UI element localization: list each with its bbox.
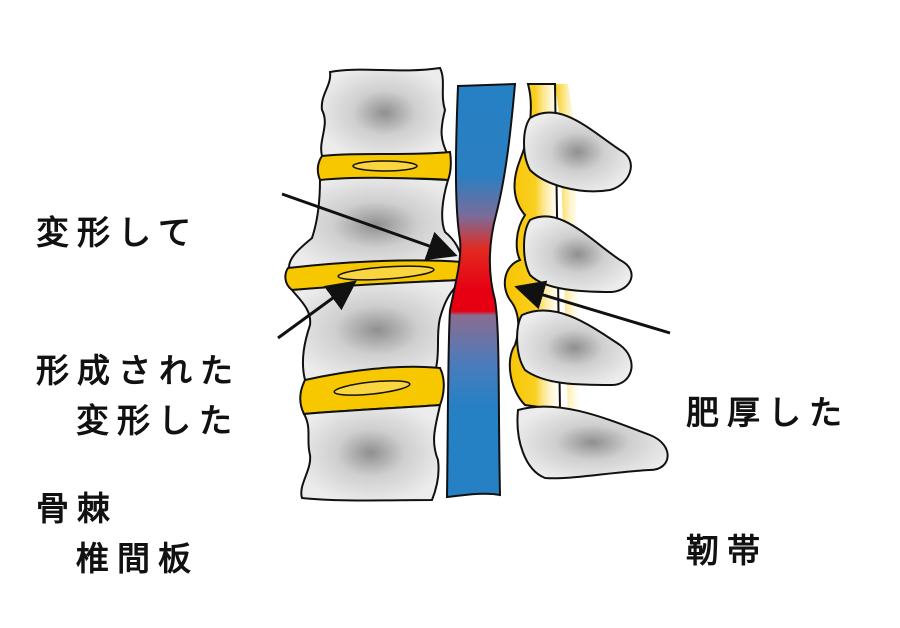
vertebra-1 bbox=[320, 66, 450, 159]
vertebra-3 bbox=[290, 278, 465, 382]
label-ligament-line-2: 靭帯 bbox=[686, 531, 768, 570]
label-osteophyte-line-3: 骨棘 bbox=[36, 489, 118, 528]
label-osteophyte: 変形して 形成された 骨棘 bbox=[36, 118, 241, 578]
process-4 bbox=[516, 405, 669, 480]
process-1 bbox=[523, 111, 632, 193]
vertebra-4 bbox=[300, 403, 442, 502]
spinal-cord bbox=[445, 82, 517, 499]
vertebral-bodies bbox=[284, 66, 466, 502]
label-ligament: 肥厚した 靭帯 bbox=[686, 298, 850, 620]
arrow-osteophyte bbox=[281, 192, 458, 261]
arrow-disc bbox=[277, 280, 357, 340]
label-ligament-line-1: 肥厚した bbox=[686, 393, 850, 432]
vertebra-2 bbox=[288, 176, 464, 274]
process-2 bbox=[523, 215, 633, 294]
label-osteophyte-line-1: 変形して bbox=[36, 213, 200, 252]
process-3 bbox=[516, 309, 633, 387]
posterior-processes bbox=[516, 111, 669, 480]
arrow-ligament bbox=[514, 280, 671, 335]
label-disc-line-2: 椎間板 bbox=[76, 539, 199, 578]
label-disc-line-1: 変形した bbox=[76, 401, 240, 440]
spine-diagram bbox=[277, 66, 671, 502]
label-osteophyte-line-2: 形成された bbox=[36, 351, 241, 390]
label-disc: 変形した 椎間板 bbox=[76, 306, 240, 628]
